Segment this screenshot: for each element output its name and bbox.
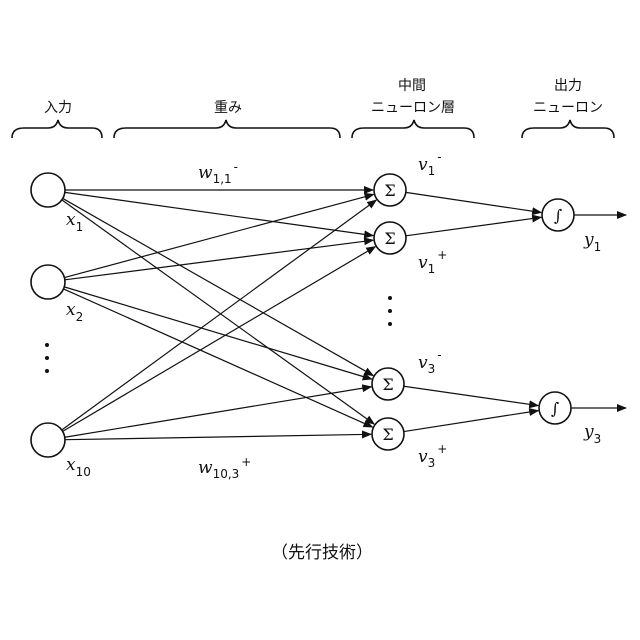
header-input: 入力: [44, 100, 72, 116]
input-to-hidden-edges: [62, 190, 377, 440]
output-label-y1: y1: [583, 230, 601, 254]
sigma-symbol: Σ: [382, 375, 393, 394]
weight-edge: [65, 434, 371, 439]
brace-weights: [114, 120, 340, 138]
hidden-label-v3-plus: v3+: [418, 442, 447, 470]
input-ellipsis-dot: [45, 369, 49, 373]
hidden-output-edge: [406, 192, 541, 212]
figure-caption: （先行技術）: [271, 543, 373, 563]
output-label-y3: y3: [583, 422, 601, 446]
hidden-neuron-3-minus: Σ: [372, 368, 404, 400]
hidden-neuron-1-plus: Σ: [374, 222, 406, 254]
hidden-label-v3-minus: v3-: [418, 348, 442, 376]
weight-edge: [64, 287, 371, 379]
input-node-1: [31, 173, 65, 207]
hidden-ellipsis-dot: [388, 296, 392, 300]
header-hidden-line1: 中間: [398, 78, 426, 94]
output-neuron-3: ∫: [539, 392, 571, 424]
header-hidden-line2: ニューロン層: [371, 100, 455, 116]
weight-edge: [64, 289, 373, 427]
weight-edge: [62, 200, 377, 430]
hidden-to-output-edges: [404, 192, 541, 431]
weight-edge: [62, 200, 374, 424]
weight-label-top: w1,1-: [198, 160, 238, 186]
hidden-output-edge: [406, 217, 541, 236]
header-output-line2: ニューロン: [533, 100, 603, 116]
input-node-10: [31, 423, 65, 457]
weight-label-bottom: w10,3+: [198, 455, 251, 481]
hidden-output-edge: [404, 411, 538, 432]
sigma-symbol: Σ: [384, 229, 395, 248]
input-label-2: x2: [66, 300, 83, 324]
hidden-ellipsis-dot: [388, 322, 392, 326]
input-label-10: x10: [66, 455, 91, 479]
brace-input: [12, 120, 102, 138]
hidden-output-edge: [404, 386, 538, 405]
weight-edge: [65, 240, 373, 280]
weight-edge: [65, 192, 373, 235]
brace-output: [522, 120, 614, 138]
integral-symbol: ∫: [551, 399, 559, 418]
sigma-symbol: Σ: [382, 425, 393, 444]
sigma-symbol: Σ: [384, 181, 395, 200]
weight-edge: [63, 198, 373, 375]
brace-hidden: [352, 120, 474, 138]
output-neuron-1: ∫: [542, 199, 574, 231]
hidden-ellipsis-dot: [388, 309, 392, 313]
integral-symbol: ∫: [554, 206, 562, 225]
hidden-label-v1-minus: v1-: [418, 150, 442, 178]
header-weights: 重み: [214, 100, 242, 116]
hidden-neuron-1-minus: Σ: [374, 174, 406, 206]
input-ellipsis-dot: [45, 356, 49, 360]
input-ellipsis-dot: [45, 343, 49, 347]
hidden-label-v1-plus: v1+: [418, 248, 447, 276]
input-node-2: [31, 265, 65, 299]
hidden-neuron-3-plus: Σ: [372, 418, 404, 450]
header-output-line1: 出力: [554, 78, 582, 94]
